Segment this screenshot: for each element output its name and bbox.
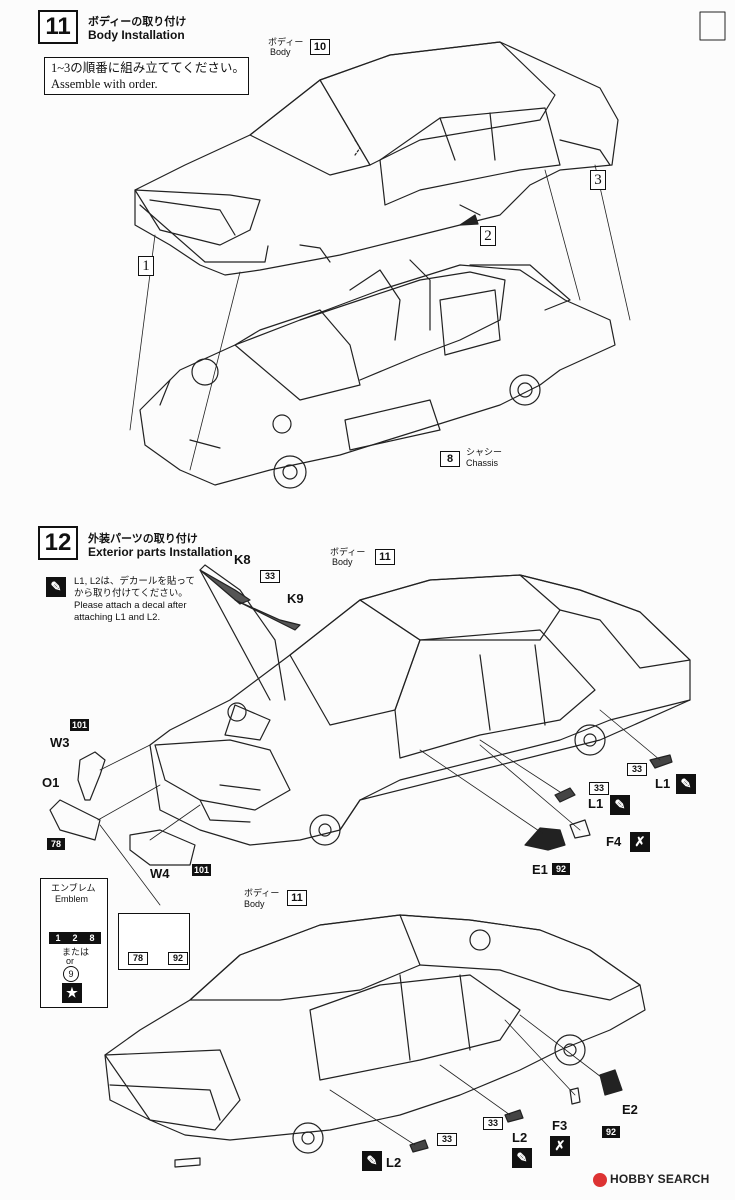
car-bottom-drawing [104,914,646,1168]
part-o1-label: O1 [42,775,60,790]
order-mark-2: 2 [480,226,496,246]
emblem-or-jp: または [62,947,90,957]
glue-warning-icon: ✗ [630,832,650,852]
paint-brush-icon: ✎ [362,1151,382,1171]
guide-lines [129,164,631,471]
order-note: 1~3の順番に組み立ててください。 Assemble with order. [44,57,249,95]
step-11-title-jp: ボディーの取り付け [88,16,187,28]
emblem-label-en: Emblem [55,894,89,904]
part-l1a-tag: 33 [589,782,609,795]
emblem-label-jp: エンブレム [51,883,96,893]
glue-warning-icon: ✗ [550,1136,570,1156]
order-note-jp: 1~3の順番に組み立ててください。 [51,61,245,75]
emblem-decal-2: 2 [66,932,84,944]
paint-brush-icon: ✎ [610,795,630,815]
chassis-label-jp: シャシー [466,447,503,457]
body-part-number: 10 [310,39,330,55]
body-bottom-label-jp: ボディー [244,888,280,898]
part-l2a-label: L2 [512,1130,528,1145]
part-l1a-label: L1 [588,796,604,811]
step-12-number: 12 [38,526,78,560]
paint-brush-icon: ✎ [676,774,696,794]
part-k8-label: K8 [234,552,251,567]
emblem-alt-decal: 9 [63,966,79,982]
step-12-title-jp: 外装パーツの取り付け [88,533,198,545]
decal-star-icon: ★ [62,983,82,1003]
step-11-number: 11 [38,10,78,44]
emblem-decal-1: 1 [49,932,67,944]
step-11-title-en: Body Installation [88,28,185,42]
mesh-tag-78: 78 [128,952,148,965]
part-e2-label: E2 [622,1102,638,1117]
part-o1-tag: 78 [47,838,65,850]
body-label-jp: ボディー [268,37,304,47]
part-l1b-tag: 33 [627,763,647,776]
body-bottom-label-en: Body [244,899,265,909]
car-top-drawing [149,564,691,846]
part-w4-label: W4 [150,866,170,881]
decal-note-en-2: attaching L1 and L2. [74,612,161,623]
part-k9-label: K9 [287,591,304,606]
decal-note-en-1: Please attach a decal after [74,600,187,611]
paint-brush-icon: ✎ [512,1148,532,1168]
part-e1-tag: 92 [552,863,570,875]
body-top-label-jp: ボディー [330,547,366,557]
body-top-part-number: 11 [375,549,395,565]
mesh-tag-92: 92 [168,952,188,965]
chassis-label-en: Chassis [466,458,499,468]
chassis-part-number: 8 [440,451,460,467]
guide-lines-12a [97,709,661,906]
part-k-runner-tag: 33 [260,570,280,583]
part-l2b-tag: 33 [437,1133,457,1146]
emblem-decal-8: 8 [83,932,101,944]
part-l2b-label: L2 [386,1155,402,1170]
part-f3-label: F3 [552,1118,568,1133]
part-l2a-tag: 33 [483,1117,503,1130]
decal-note-jp-1: L1, L2は、デカールを貼って [74,576,195,587]
hobby-search-logo-icon [593,1172,607,1187]
watermark: HOBBY SEARCH [593,1172,710,1187]
part-w4-tag: 101 [192,864,212,876]
body-top-label-en: Body [332,557,353,567]
part-w3-label: W3 [50,735,70,750]
paint-brush-icon: ✎ [46,577,66,597]
part-e2-tag: 92 [602,1126,620,1138]
guide-lines-12b [329,1014,606,1146]
body-bottom-part-number: 11 [287,890,307,906]
parts-exploded-top [49,569,673,866]
order-mark-3: 3 [590,170,606,190]
step-12-title-en: Exterior parts Installation [88,545,233,559]
order-mark-1: 1 [138,256,154,276]
part-w3-tag: 101 [70,719,90,731]
body-label-en: Body [270,47,291,57]
decal-note: L1, L2は、デカールを貼って から取り付けてください。 Please att… [74,576,234,624]
order-note-en: Assemble with order. [51,77,158,91]
watermark-text: HOBBY SEARCH [610,1172,710,1186]
body-shell-drawing [134,41,619,276]
part-l1b-label: L1 [655,776,671,791]
decal-note-jp-2: から取り付けてください。 [74,588,188,599]
part-e1-label: E1 [532,862,548,877]
part-f4-label: F4 [606,834,622,849]
emblem-or-en: or [66,956,75,966]
chassis-drawing [139,259,616,489]
